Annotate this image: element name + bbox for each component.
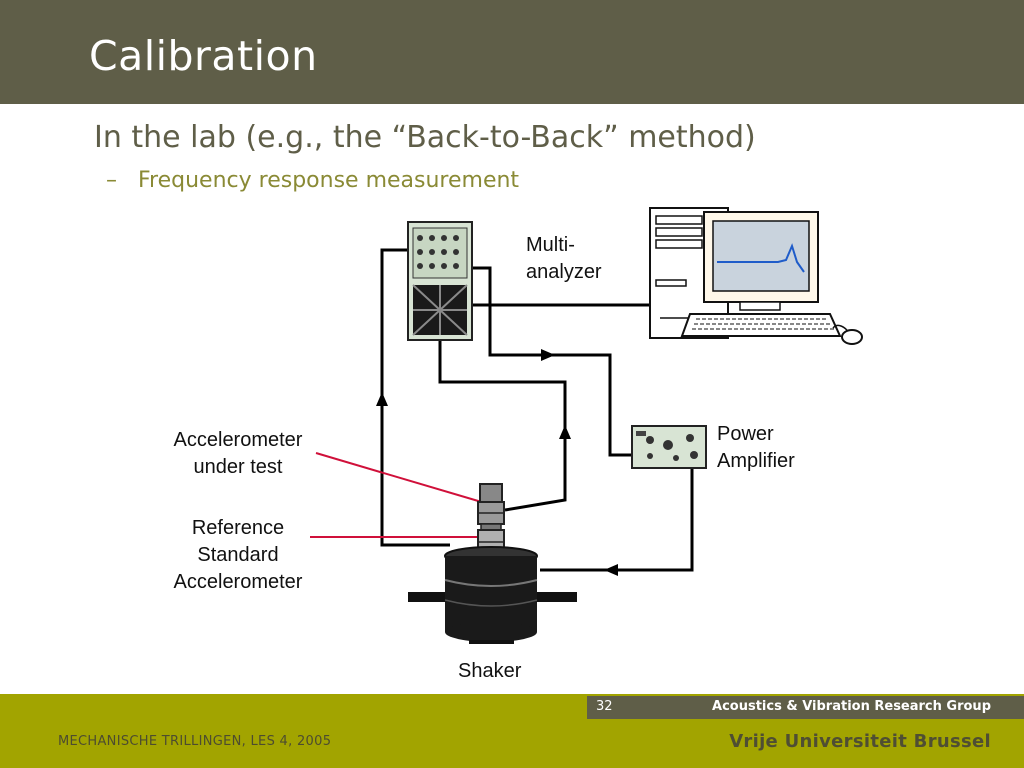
- arrow-left: [604, 564, 618, 576]
- label-multi-analyzer: Multi- analyzer: [526, 232, 602, 286]
- bullet-dash: –: [106, 168, 117, 193]
- slide-title: Calibration: [89, 32, 318, 80]
- power-amplifier-device: [631, 425, 707, 469]
- label-reference-line1: Reference: [191, 517, 285, 539]
- bullet-sub: –Frequency response measurement: [106, 168, 519, 194]
- label-test-line2: under test: [193, 456, 283, 478]
- label-multi-analyzer-line1: Multi-: [526, 234, 575, 256]
- label-reference-accelerometer: Reference Standard Accelerometer: [163, 515, 313, 596]
- course-name: MECHANISCHE TRILLINGEN, LES 4, 2005: [58, 734, 332, 749]
- label-multi-analyzer-line2: analyzer: [526, 261, 602, 283]
- accelerometer-stack: [477, 483, 505, 555]
- label-shaker: Shaker: [458, 660, 522, 682]
- label-power-amplifier-line1: Power: [717, 423, 774, 445]
- bullet-sub-text: Frequency response measurement: [138, 168, 520, 193]
- title-bar: [0, 0, 1024, 104]
- cable-test-accelerometer: [438, 340, 567, 512]
- mouse: [841, 329, 863, 345]
- arrow-up-left: [376, 392, 388, 406]
- label-power-amplifier: Power Amplifier: [717, 421, 795, 475]
- pointer-test-accelerometer: [315, 452, 486, 504]
- research-group-name: Acoustics & Vibration Research Group: [712, 699, 991, 714]
- pointer-lines: [310, 452, 486, 538]
- label-reference-line3: Accelerometer: [173, 571, 303, 593]
- label-power-amplifier-line2: Amplifier: [717, 450, 795, 472]
- page-number: 32: [596, 699, 613, 714]
- multi-analyzer-device: [407, 221, 473, 341]
- label-test-line1: Accelerometer: [173, 429, 303, 451]
- bullet-main: In the lab (e.g., the “Back-to-Back” met…: [94, 120, 756, 155]
- frequency-response-curve: [717, 243, 805, 273]
- shaker-device: [408, 546, 577, 644]
- keyboard: [680, 313, 842, 337]
- label-reference-line2: Standard: [197, 544, 279, 566]
- arrow-right: [541, 349, 555, 361]
- label-accelerometer-under-test: Accelerometer under test: [163, 427, 313, 481]
- arrow-up-mid: [559, 425, 571, 439]
- arrow-heads: [376, 349, 618, 576]
- computer: [649, 207, 863, 345]
- footer-group-bar: [587, 696, 1024, 719]
- cable-generator-out: [472, 266, 636, 457]
- university-name: Vrije Universiteit Brussel: [729, 731, 991, 752]
- cable-amplifier-out: [540, 465, 694, 572]
